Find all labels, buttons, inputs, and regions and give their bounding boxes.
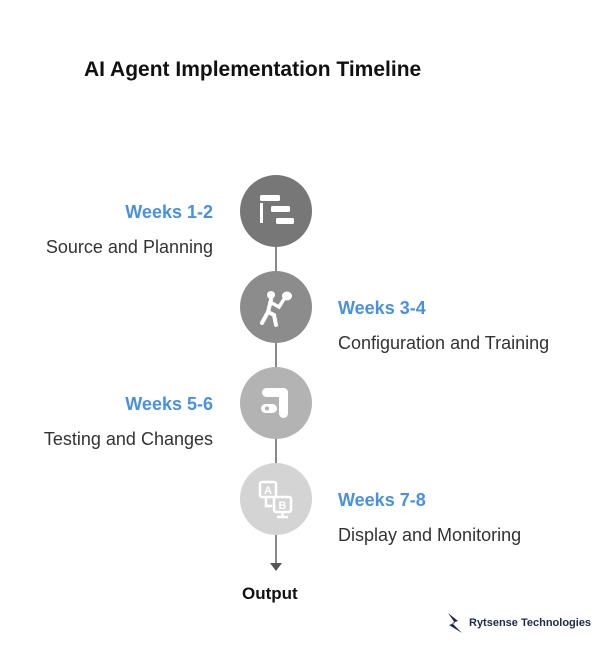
svg-text:A: A: [264, 485, 272, 497]
step-3-weeks: Weeks 5-6: [125, 394, 213, 414]
timeline-connector: [275, 535, 277, 564]
output-label: Output: [242, 584, 298, 603]
pipeline-icon: [261, 388, 288, 418]
step-1-description: Source and Planning: [45, 237, 213, 257]
timeline-connector: [275, 343, 277, 368]
step-3-circle: [240, 367, 312, 439]
timeline-connector: [275, 439, 277, 464]
step-1-weeks: Weeks 1-2: [125, 202, 213, 222]
rytsense-logo-icon: [448, 613, 462, 633]
step-4-circle: A B: [240, 463, 312, 535]
gantt-chart-icon: [260, 195, 294, 224]
step-4-weeks: Weeks 7-8: [338, 490, 426, 510]
step-3-description: Testing and Changes: [43, 429, 213, 449]
step-2-circle: [240, 271, 312, 343]
boxing-figure-icon: [260, 291, 292, 327]
arrow-down-icon: [270, 563, 282, 571]
step-2-weeks: Weeks 3-4: [338, 298, 426, 318]
brand-name: Rytsense Technologies: [469, 617, 592, 629]
step-4-description: Display and Monitoring: [338, 525, 522, 545]
page-title: AI Agent Implementation Timeline: [84, 58, 422, 81]
timeline-connector: [275, 247, 277, 272]
ab-test-icon: A B: [258, 480, 293, 519]
step-2-description: Configuration and Training: [338, 333, 550, 353]
step-1-circle: [240, 175, 312, 247]
brand-logo: Rytsense Technologies: [446, 612, 591, 634]
svg-text:B: B: [279, 500, 287, 512]
